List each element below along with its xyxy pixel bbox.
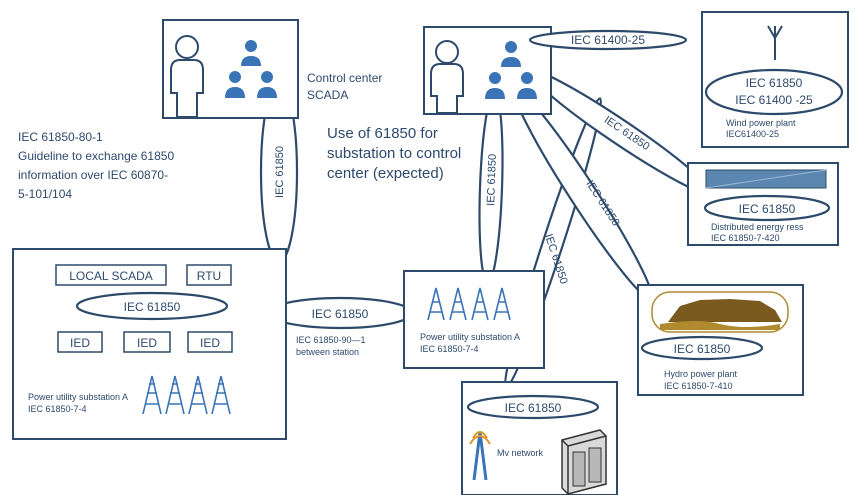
use-line3: center (expected) — [327, 165, 444, 182]
substation-a-label: Power utility substation A — [28, 392, 128, 402]
hydro-label: Hydro power plant — [664, 369, 738, 379]
between-station-line2: between station — [296, 347, 359, 357]
wind-power-plant-box: IEC 61850 IEC 61400 -25 Wind power plant… — [701, 11, 849, 148]
guideline-line3: information over IEC 60870- — [18, 168, 168, 182]
mv-iec61850: IEC 61850 — [505, 401, 562, 415]
power-utility-substation-a: LOCAL SCADA RTU IEC 61850 IED IED IED Po… — [12, 248, 287, 440]
antenna-icon — [767, 25, 783, 60]
guideline-line4: 5-101/104 — [18, 187, 72, 201]
team-icon-2 — [485, 41, 537, 99]
control-center-label-line2: SCADA — [307, 88, 348, 102]
link-cc1-substation: IEC 61850 — [259, 80, 299, 264]
ied-label-2: IED — [137, 336, 157, 350]
ied-label-1: IED — [70, 336, 90, 350]
link-cc1-substation-label: IEC 61850 — [274, 146, 286, 198]
control-center-label-line1: Control center — [307, 71, 382, 85]
link-cc2-substation-small-label: IEC 61850 — [485, 154, 499, 206]
rtu-box — [186, 264, 232, 286]
der-std: IEC 61850-7-420 — [711, 233, 780, 243]
mv-network-box: IEC 61850 Mv network — [461, 381, 618, 495]
der-iec61850: IEC 61850 — [739, 202, 796, 216]
control-center-left — [162, 19, 299, 119]
small-substation-std: IEC 61850-7-4 — [420, 344, 479, 354]
local-scada-box — [55, 264, 167, 286]
mv-antenna-icon — [469, 431, 491, 481]
der-label: Distributed energy ress — [711, 222, 804, 232]
hydro-power-plant-box: IEC 61850 Hydro power plant IEC 61850-7-… — [637, 284, 804, 396]
rtu-label: RTU — [197, 269, 221, 283]
team-icon — [225, 40, 277, 98]
guideline-line1: IEC 61850-80-1 — [18, 130, 103, 144]
power-utility-substation-small: Power utility substation A IEC 61850-7-4 — [403, 270, 545, 369]
operator-person-icon — [170, 35, 204, 118]
ied-box-1 — [57, 331, 103, 353]
ied-box-3 — [187, 331, 233, 353]
ied-label-3: IED — [200, 336, 220, 350]
wind-plant-std: IEC61400-25 — [726, 129, 779, 139]
substation-iec61850: IEC 61850 — [124, 300, 181, 314]
link-substation-between: IEC 61850 — [266, 296, 414, 330]
operator-person-icon-2 — [430, 40, 464, 114]
wind-iec61850: IEC 61850 — [746, 76, 803, 90]
tower-icons-large — [142, 375, 231, 415]
link-cc2-wind-label: IEC 61400-25 — [571, 33, 645, 47]
link-cc2-wind: IEC 61400-25 — [528, 29, 688, 51]
link-cc2-substation-small: IEC 61850 — [478, 91, 504, 285]
hydro-std: IEC 61850-7-410 — [664, 381, 733, 391]
hydro-iec61850: IEC 61850 — [674, 342, 731, 356]
substation-a-std: IEC 61850-7-4 — [28, 404, 87, 414]
link-substation-between-label: IEC 61850 — [312, 307, 369, 321]
wind-plant-label: Wind power plant — [726, 118, 796, 128]
mv-network-label: Mv network — [497, 448, 544, 458]
use-line2: substation to control — [327, 145, 461, 162]
distributed-energy-box: IEC 61850 Distributed energy ress IEC 61… — [687, 162, 839, 246]
hydro-dam-icon — [651, 291, 789, 333]
wind-iec61400: IEC 61400 -25 — [735, 93, 813, 107]
cabinet-icon — [561, 429, 607, 495]
between-station-line1: IEC 61850-90—1 — [296, 335, 366, 345]
guideline-line2: Guideline to exchange 61850 — [18, 149, 174, 163]
local-scada-label: LOCAL SCADA — [69, 269, 153, 283]
use-line1: Use of 61850 for — [327, 125, 438, 142]
tower-icons-small — [427, 287, 511, 321]
small-substation-label: Power utility substation A — [420, 332, 520, 342]
ied-box-2 — [123, 331, 171, 353]
